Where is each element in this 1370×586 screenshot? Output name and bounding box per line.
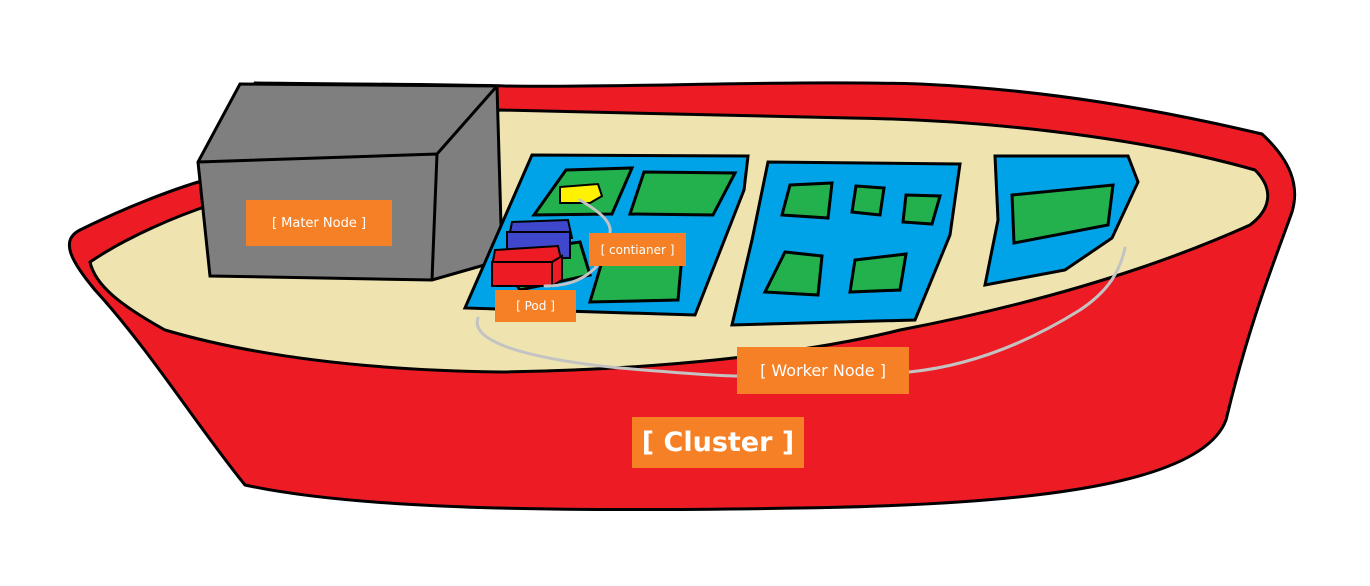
container-block [559, 182, 604, 204]
master-node-box [196, 82, 504, 282]
pod-area-10 [1010, 183, 1115, 245]
pod-area-7 [901, 193, 942, 226]
pod-area-2 [627, 170, 738, 217]
master-node-box-edges [197, 85, 499, 281]
pod-area-9 [848, 252, 908, 294]
pod-area-6 [850, 184, 886, 217]
pod-area-8 [762, 250, 824, 297]
master-node-label: [ Mater Node ] [246, 200, 392, 246]
cluster-label: [ Cluster ] [632, 417, 804, 468]
container-label: [ contianer ] [589, 233, 686, 266]
pod-area-5 [780, 181, 834, 220]
pod-label: [ Pod ] [495, 290, 576, 322]
connector-lines [475, 198, 1127, 378]
worker-node-label: [ Worker Node ] [737, 347, 909, 394]
